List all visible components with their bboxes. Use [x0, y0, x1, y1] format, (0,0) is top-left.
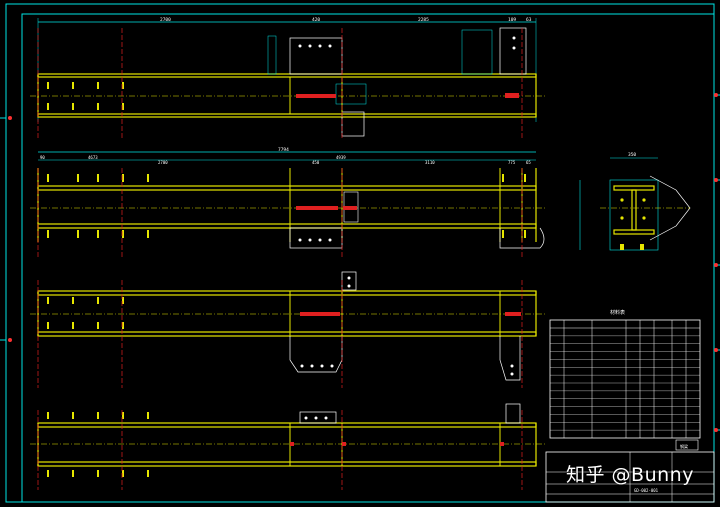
dim-v1-a: 2700: [160, 17, 171, 23]
weld-marks-view-3: [300, 312, 521, 316]
centerlines-view-4: [37, 410, 523, 490]
drawing-number: GD-002-001: [634, 488, 659, 493]
material-table: 材料表: [549, 309, 701, 439]
border-ticks: [0, 94, 720, 431]
dim-v2-c: 2700: [158, 160, 168, 165]
beam-view-2: 7794 90 4673 2700 450 4939 3110 775 65: [30, 147, 545, 249]
bolt-holes-view-1: [47, 36, 516, 110]
centerlines-view-2: [37, 168, 523, 258]
weld-marks-view-1: [296, 93, 519, 98]
bolt-holes-view-4: [47, 412, 328, 477]
section-width-dim: 350: [628, 152, 636, 158]
dim-v1-d: 109: [508, 17, 516, 23]
title-block: 钢梁 GD-002-001: [545, 439, 715, 503]
material-table-title: 材料表: [610, 309, 625, 316]
dim-v2-h: 65: [526, 160, 531, 165]
dim-v2-b: 4673: [88, 155, 98, 160]
bolt-holes-view-2: [47, 174, 526, 242]
dim-v1-b: 420: [312, 17, 320, 23]
dim-v2-a: 90: [40, 155, 45, 160]
weld-marks-view-2: [296, 206, 357, 210]
dim-v2-g: 775: [508, 160, 516, 165]
beam-view-4: [30, 403, 545, 467]
inner-border: [21, 13, 715, 503]
material-table-rows: [550, 335, 700, 431]
section-view: 350: [579, 152, 691, 251]
dim-v2-total: 7794: [278, 147, 289, 153]
dim-v2-f: 3110: [425, 160, 435, 165]
weld-marks-view-4: [290, 442, 504, 446]
dim-v2-d: 450: [312, 160, 320, 165]
bolt-holes-view-3: [47, 276, 514, 376]
dim-v1-c: 2285: [418, 17, 429, 23]
border-markers: [8, 93, 718, 432]
beam-view-3: [30, 271, 545, 381]
zhihu-watermark: 知乎 @Bunny: [566, 464, 694, 486]
title-block-label: 钢梁: [680, 443, 688, 449]
dim-v1-e: 63: [526, 17, 532, 23]
centerlines-view-1: [37, 28, 523, 140]
beam-view-1: 2700 420 2285 109 63: [30, 17, 545, 137]
dim-v2-e: 4939: [336, 155, 346, 160]
centerlines-view-3: [37, 280, 523, 388]
